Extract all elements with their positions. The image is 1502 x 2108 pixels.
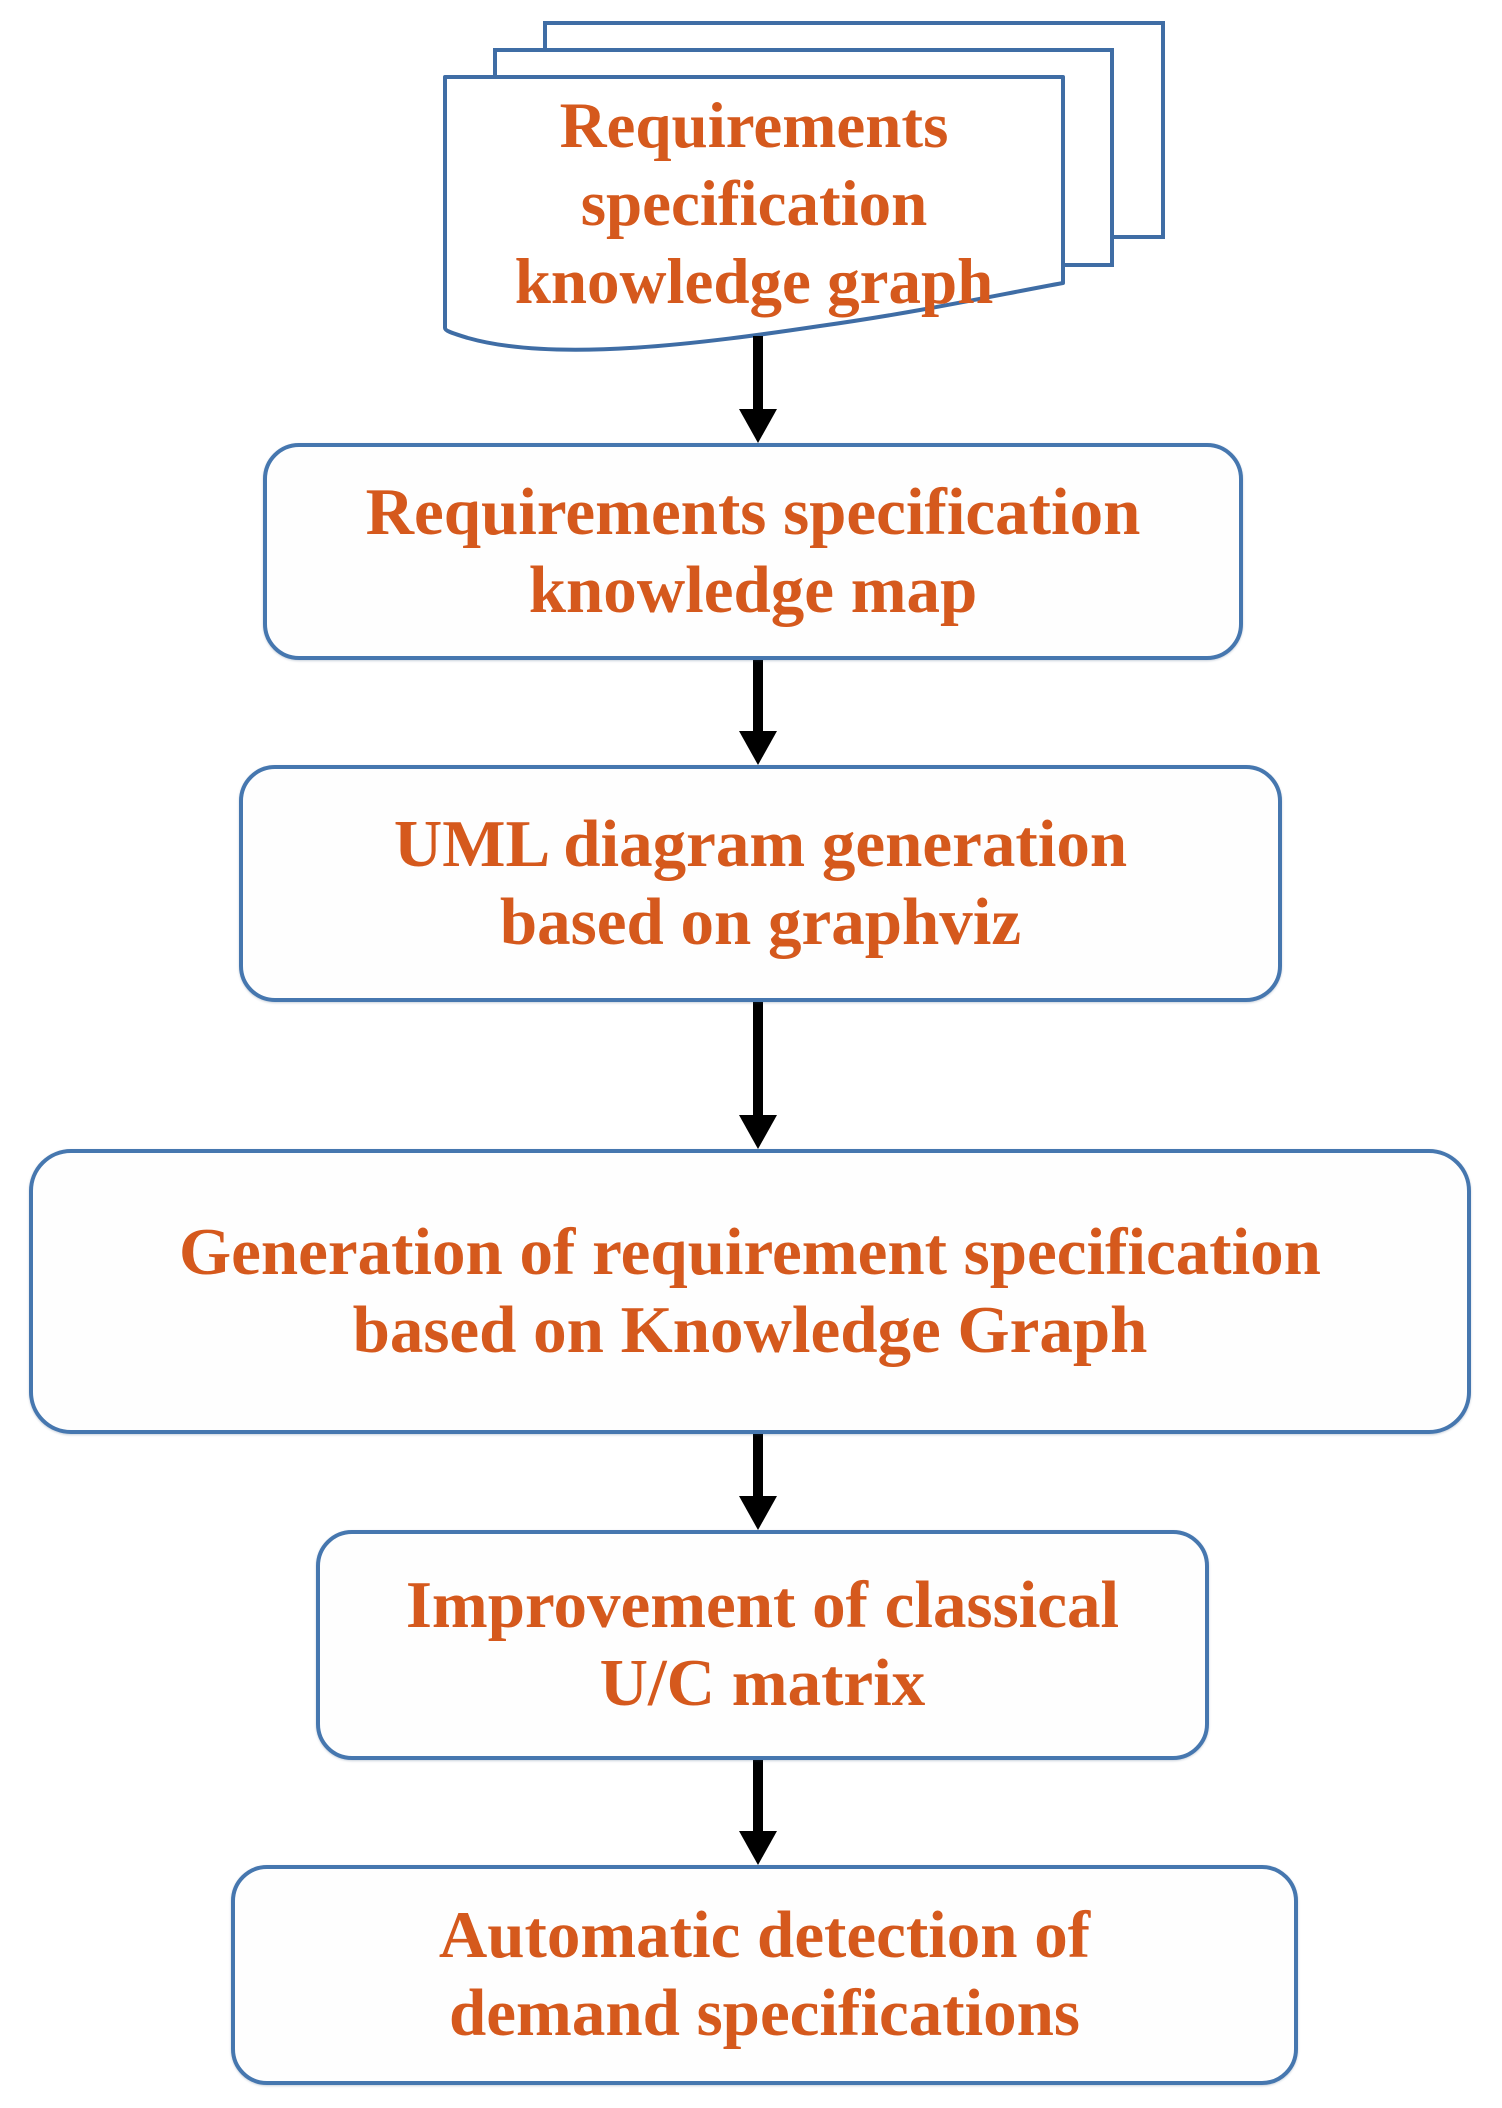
label-line: UML diagram generation (393, 806, 1128, 881)
label-line: Requirements specification (365, 474, 1141, 549)
arrow-head (739, 409, 777, 443)
arrow-head (739, 1831, 777, 1865)
flow-arrow-4 (739, 1434, 777, 1530)
label-line: Improvement of classical (405, 1568, 1120, 1643)
arrow-head (739, 731, 777, 765)
step-label: UML diagram generation based on graphviz (394, 806, 1127, 961)
step-label: Generation of requirement specification … (179, 1214, 1321, 1369)
flow-arrow-1 (739, 336, 777, 443)
flow-step-uml-diagram-generation: UML diagram generation based on graphviz (239, 765, 1282, 1002)
flow-step-requirement-spec-generation: Generation of requirement specification … (29, 1149, 1471, 1434)
label-line: Automatic detection of (438, 1898, 1091, 1973)
flow-step-demand-spec-detection: Automatic detection of demand specificat… (231, 1865, 1298, 2085)
label-line: knowledge map (528, 552, 978, 627)
label-line: Generation of requirement specification (179, 1214, 1321, 1289)
flow-step-knowledge-map: Requirements specification knowledge map (263, 443, 1243, 660)
flow-step-uc-matrix-improvement: Improvement of classical U/C matrix (316, 1530, 1209, 1760)
step-label: Improvement of classical U/C matrix (406, 1567, 1119, 1722)
flow-arrow-2 (739, 660, 777, 765)
arrow-head (739, 1496, 777, 1530)
label-line: based on graphviz (499, 884, 1022, 959)
step-label: Requirements specification knowledge map (366, 474, 1141, 629)
document-front-page (443, 75, 1065, 352)
flow-arrow-5 (739, 1760, 777, 1865)
label-line: U/C matrix (599, 1646, 926, 1720)
multi-document-shape (443, 21, 1165, 352)
arrow-head (739, 1115, 777, 1149)
label-line: demand specifications (449, 1976, 1080, 2050)
flow-arrow-3 (739, 1002, 777, 1149)
step-label: Automatic detection of demand specificat… (439, 1897, 1090, 2052)
label-line: based on Knowledge Graph (352, 1292, 1148, 1367)
